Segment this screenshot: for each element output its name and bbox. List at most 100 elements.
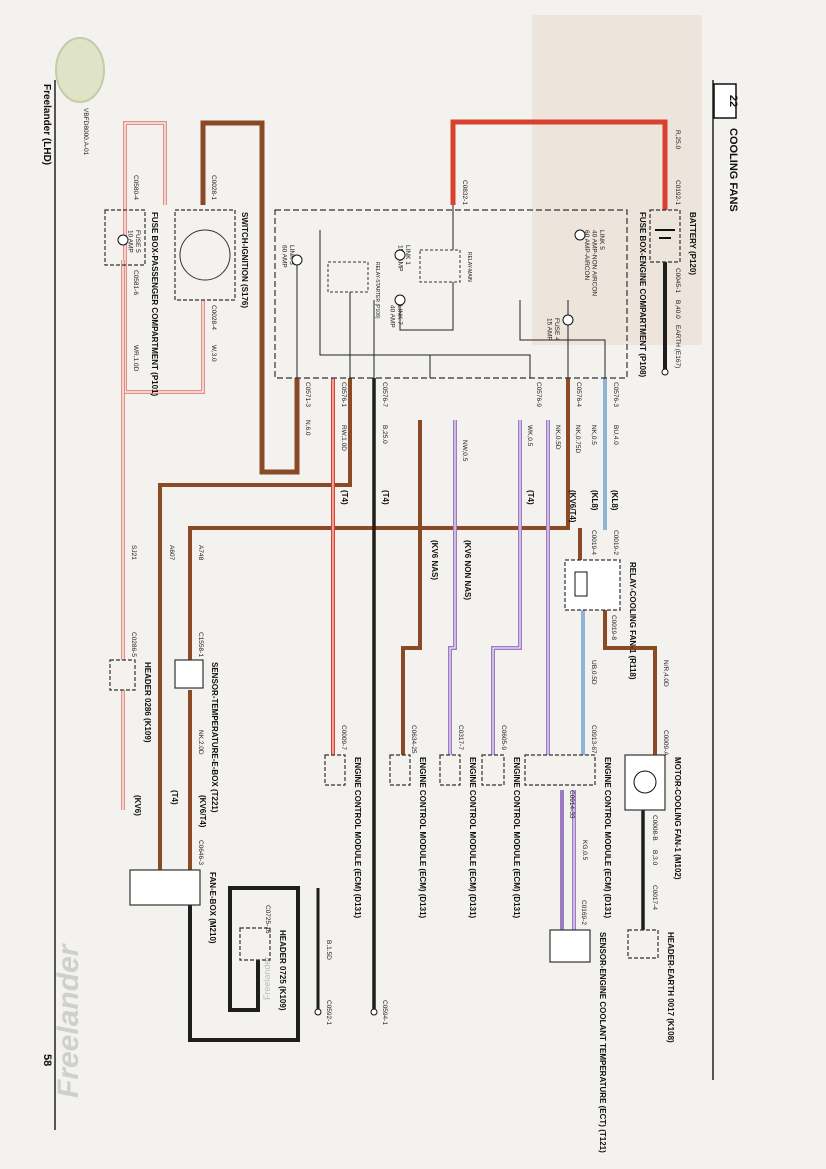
earth-point-icon <box>661 368 669 376</box>
header-earth-box <box>627 929 659 959</box>
fan-ebox-box <box>129 869 201 906</box>
conn-c0832: C0832-1 <box>461 180 468 205</box>
battery-box <box>649 209 681 263</box>
wire-label-b250: B,25.0 <box>381 425 388 444</box>
conn-c0028a: C0028-1 <box>210 175 217 200</box>
label-ecm-4: ENGINE CONTROL MODULE (ECM) (D131) <box>512 757 521 919</box>
drawing-code: VBFD8000.A-01 <box>82 108 89 156</box>
label-link3: LINK 360 AMP <box>281 245 295 268</box>
label-relay-starter: RELAY-STARTER (P108) <box>374 262 380 319</box>
link1-icon <box>394 249 406 261</box>
label-ecm-2: ENGINE CONTROL MODULE (ECM) (D131) <box>418 757 427 919</box>
conn-c0581: C0581-6 <box>132 270 139 295</box>
link3-icon <box>291 254 303 266</box>
conn-c0576d: C0576-7 <box>381 382 388 407</box>
conn-c0009b: C0009-7 <box>340 725 347 750</box>
conn-c0019a: C0019-2 <box>612 530 619 555</box>
conn-c0286: C0286-5 <box>130 632 137 657</box>
variant-kl8b: (KL8) <box>590 490 599 511</box>
variant-labels: (KL8) (KL8) (KV6/T4) (T4) (T4) (T4) (KV6… <box>133 490 619 828</box>
conn-c0571: C0571-3 <box>304 382 311 407</box>
wire-label-w30: W,3.0 <box>210 345 217 362</box>
wire-label-r250: R,25.0 <box>674 130 681 150</box>
wire-brown-supply <box>188 378 570 660</box>
footer-brand: Freelander <box>52 942 85 1098</box>
footer-brand-small: Freelander <box>262 956 272 1000</box>
conn-c0576a: C0576-3 <box>612 382 619 407</box>
label-earth-left: EARTH (E167) <box>674 325 681 368</box>
label-fuse4: FUSE 415 AMP <box>546 318 560 341</box>
wire-label-b30: B,3.0 <box>651 850 658 866</box>
wire-label-a607: A607 <box>168 545 175 561</box>
relay-cooling-fan-coil <box>574 571 588 597</box>
wire-purple-2-inner <box>492 420 521 755</box>
label-fuse5: FUSE 510 AMP <box>127 230 141 253</box>
conn-c0009: C0009-A <box>662 730 669 756</box>
wire-label-nk05: NK,0.5 <box>590 425 597 445</box>
conn-c0634: C0634-25 <box>410 725 417 754</box>
fuse-box-internal-wiring <box>296 205 606 378</box>
wire-label-n60: N,6.0 <box>304 420 311 436</box>
section-title: COOLING FANS <box>727 128 739 212</box>
conn-c0725: C0725-16 <box>264 905 271 934</box>
conn-c0317: C0317-7 <box>457 725 464 750</box>
label-motor-cooling: MOTOR-COOLING FAN-1 (M102) <box>673 757 682 880</box>
conn-c0017: C0017-4 <box>651 885 658 910</box>
conn-c0576c: C0576-9 <box>535 382 542 407</box>
fuse-symbols <box>117 229 586 326</box>
wire-brown-ng <box>401 420 422 755</box>
link7-icon <box>394 294 406 306</box>
fuse-box-engine-outline <box>274 209 628 379</box>
conn-c0592: C0592-1 <box>325 1000 332 1025</box>
ecm-box-4 <box>481 754 505 786</box>
conn-c0028b: C0028-4 <box>210 305 217 330</box>
relay-cooling-fan-box <box>564 559 621 611</box>
motor-cooling-fan-box <box>624 754 666 811</box>
conn-c0580: C0580-4 <box>132 175 139 200</box>
label-header-0725: HEADER 0725 (K109) <box>278 930 287 1011</box>
variant-kv6nas: (KV6 NAS) <box>430 540 439 580</box>
label-fan-ebox: FAN-E-BOX (M210) <box>208 872 217 944</box>
variant-t4a: (T4) <box>526 490 535 505</box>
variant-kv6non: (KV6 NON NAS) <box>463 540 472 600</box>
variant-kv6: (KV6) <box>133 795 142 816</box>
fuse-box-passenger-outline <box>104 209 146 266</box>
conn-c0019b: C0019-4 <box>590 530 597 555</box>
wire-label-b400: B,40.0 <box>674 300 681 319</box>
wire-label-sj21: SJ21 <box>130 545 137 560</box>
conn-c0913: C0913-67 <box>590 725 597 754</box>
wire-label-nk05b: NK,0.5D <box>554 425 561 450</box>
ecm-box-2 <box>389 754 411 786</box>
wire-label-rw10: RW,1.0D <box>340 425 347 451</box>
label-relay-cooling: RELAY-COOLING FAN-1 (R118) <box>628 562 637 680</box>
header-0286-box <box>109 659 136 691</box>
wire-brown-fan-ebox <box>158 378 352 870</box>
label-switch-ignition: SWITCH-IGNITION (S176) <box>240 212 249 308</box>
ecm-box-3 <box>439 754 461 786</box>
section-number: 22 <box>727 95 739 107</box>
label-link5: LINK 540 AMP-NON AIRCON60 AMP-AIRCON <box>583 230 605 296</box>
conn-c0914: C0914-33 <box>568 790 575 819</box>
conn-c0169: C0169-2 <box>580 900 587 925</box>
label-relay-main: RELAY-MAIN <box>466 252 472 282</box>
wire-brown-motor <box>603 610 657 755</box>
section-number-box <box>713 83 737 119</box>
wire-label-nk20: NK,2.0D <box>197 730 204 755</box>
variant-t4d: (T4) <box>170 790 179 805</box>
relay-starter-box <box>327 261 369 293</box>
ecm-box-5 <box>524 754 596 786</box>
label-header-earth: HEADER-EARTH 0017 (K108) <box>666 932 675 1043</box>
label-link7: LINK 740 AMP <box>389 305 403 328</box>
wire-label-wk05: WK,0.5 <box>526 425 533 447</box>
label-ecm-3: ENGINE CONTROL MODULE (ECM) (D131) <box>468 757 477 919</box>
conn-c0646: C0646-3 <box>197 840 204 865</box>
coolant-sensor-box <box>549 929 591 963</box>
component-labels: BATTERY (P120) EARTH (E167) FUSE BOX-ENG… <box>127 212 697 1153</box>
wire-label-bu40: BU,4.0 <box>612 425 619 445</box>
ignition-switch-outline <box>174 209 236 301</box>
fuse4-icon <box>562 314 574 326</box>
wire-labels: R,25.0 B,40.0 B,3.0 BU,4.0 NK,0.5 NK,0.7… <box>130 130 681 960</box>
wire-label-nr40: N/R,4.0D <box>662 660 669 687</box>
variant-kl8a: (KL8) <box>610 490 619 511</box>
